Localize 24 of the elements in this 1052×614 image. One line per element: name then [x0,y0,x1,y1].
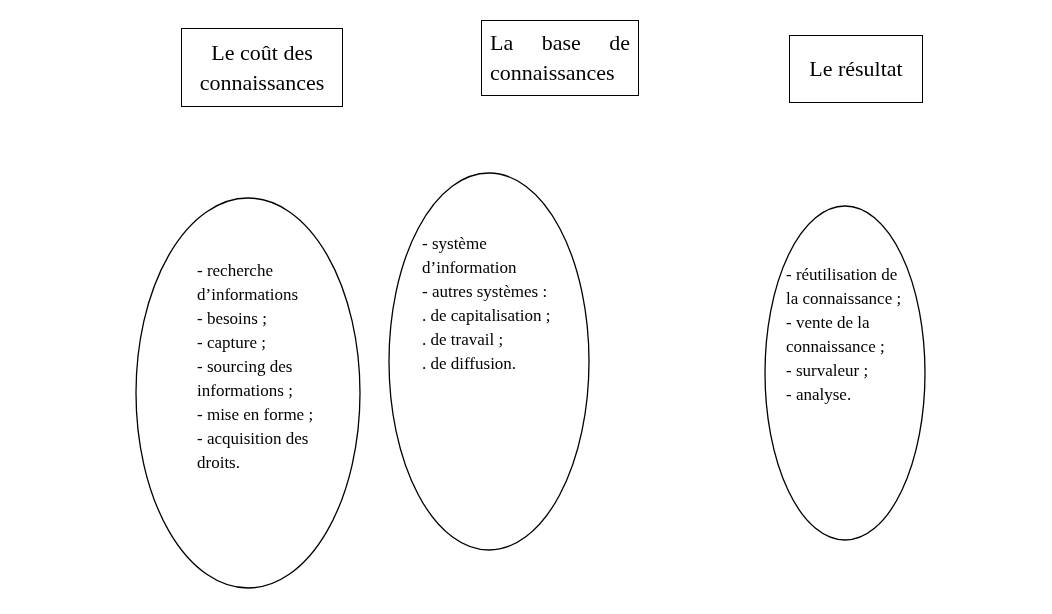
list-item: - besoins ; [197,308,268,330]
heading-box [789,35,923,103]
list-item: - autres systèmes : [422,281,549,303]
list-item: - vente de la connaissance ; [786,312,886,358]
list-item: - acquisition des droits. [197,428,310,474]
list-item: - système d’information [422,233,518,279]
list-item: - capture ; [197,332,267,354]
list-item: - réutilisation de la connaissance ; [786,264,903,310]
heading-text: Le résultat [808,55,904,83]
list-item: . de diffusion. [422,353,518,375]
heading-box [181,28,343,107]
list-item: - survaleur ; [786,360,870,382]
list-item: - analyse. [786,384,853,406]
heading-box [481,20,639,96]
list-item: - sourcing des informations ; [197,356,294,402]
heading-text: Le coût des connaissances [198,38,326,97]
ellipse-shape [135,197,361,589]
list-item: - recherche d’informations [197,260,300,306]
heading-text: La base de connaissances [490,29,630,87]
ellipse-shape [388,172,590,551]
list-item: . de capitalisation ; [422,305,552,327]
list-item: - mise en forme ; [197,404,315,426]
ellipse-shape [764,205,926,541]
list-item: . de travail ; [422,329,505,351]
